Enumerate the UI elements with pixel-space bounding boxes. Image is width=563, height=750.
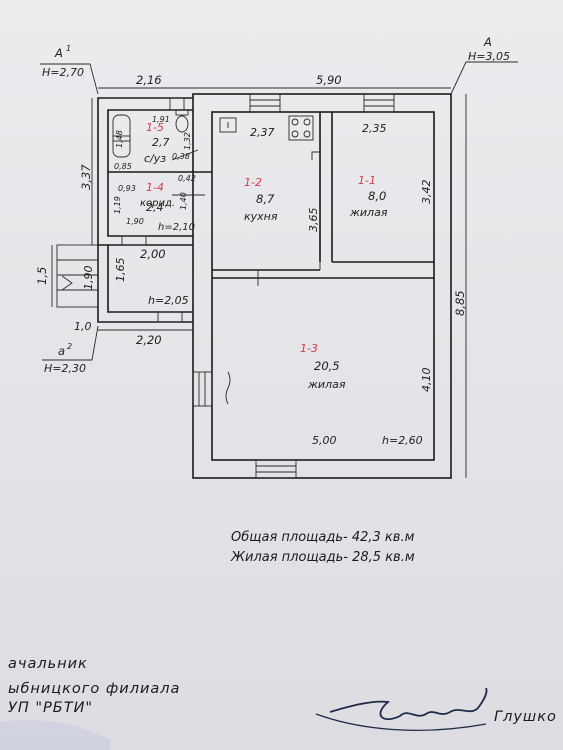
room3-partition xyxy=(212,261,434,279)
dim-kitchen-w: 2,37 xyxy=(250,126,275,139)
mark-a1: A xyxy=(54,46,63,60)
window-vestibule xyxy=(157,311,183,323)
room-id-1-4: 1-4 xyxy=(146,181,164,194)
kitchen-room1-partition xyxy=(319,112,333,262)
footer-line1: ачальник xyxy=(8,656,88,672)
mark-a1-height: H=2,70 xyxy=(42,66,84,79)
total-area: Общая площадь- 42,3 кв.м xyxy=(231,530,415,545)
mark-a-leader xyxy=(450,61,518,95)
dim-bath-a: 1,91 xyxy=(152,115,170,124)
dim-corr-d: 1,40 xyxy=(179,192,188,210)
dim-corr-a: 0,93 xyxy=(118,184,136,193)
window-room3-left xyxy=(192,371,213,407)
window-room3-bottom xyxy=(255,459,297,479)
area-summary: Общая площадь- 42,3 кв.м Жилая площадь- … xyxy=(230,530,415,565)
mark-a1-leader xyxy=(40,63,99,95)
kitchen-chimney xyxy=(311,151,320,160)
h-corridor: h=2,10 xyxy=(158,222,195,233)
dim-top-right: 5,90 xyxy=(316,73,342,87)
windows xyxy=(121,93,395,479)
room-name-1-2: кухня xyxy=(244,210,278,223)
mark-a1-sup: 1 xyxy=(66,44,71,53)
room-id-1-3: 1-3 xyxy=(300,342,318,355)
dim-bath-b: 1,48 xyxy=(115,130,124,148)
dimension-lines xyxy=(40,61,518,478)
porch-steps xyxy=(56,244,99,308)
dim-bath-d: 0,85 xyxy=(114,162,132,171)
sink-icon xyxy=(219,117,237,133)
main-inner-wall xyxy=(211,111,435,461)
stove-icon xyxy=(288,115,314,141)
dim-vest-h: 1,65 xyxy=(114,258,127,283)
annex-inner-wall xyxy=(107,109,193,237)
axis-marks: A 1 H=2,70 A H=3,05 a 2 H=2,30 xyxy=(42,35,510,375)
room-labels: 1-5 2,7 с/уз 1-4 корид. 2,4 1-2 8,7 кухн… xyxy=(140,121,388,391)
fixtures xyxy=(112,109,314,405)
footer-surname: Глушко xyxy=(494,709,557,725)
h-vestibule: h=2,05 xyxy=(148,294,189,307)
main-outer-wall xyxy=(192,93,452,479)
room-id-1-5: 1-5 xyxy=(146,121,164,134)
room-name-1-4: корид. xyxy=(140,198,175,209)
room-area-1-1: 8,0 xyxy=(368,189,386,203)
living-area: Жилая площадь- 28,5 кв.м xyxy=(230,550,415,565)
porch xyxy=(56,244,99,308)
dim-room3-h: 4,10 xyxy=(420,368,433,393)
dim-vest-w: 2,00 xyxy=(140,247,166,261)
dim-porch-h: 1,90 xyxy=(82,266,95,291)
window-corridor xyxy=(121,235,147,246)
room-area-1-4: 2,4 xyxy=(146,201,164,214)
bath-door-swing xyxy=(171,149,199,161)
room-name-1-3: жилая xyxy=(307,378,346,391)
dim-bath-c: 1,32 xyxy=(183,132,192,150)
footer: ачальник ыбницкого филиала УП "РБТИ" Глу… xyxy=(0,656,557,750)
room-area-1-2: 8,7 xyxy=(256,192,275,206)
footer-line2: ыбницкого филиала xyxy=(8,681,180,697)
mark-a: A xyxy=(483,35,492,49)
room-id-1-1: 1-1 xyxy=(358,174,376,187)
dim-corr-c: 1,19 xyxy=(113,196,122,214)
h-main: h=2,60 xyxy=(382,434,423,447)
room-area-1-3: 20,5 xyxy=(314,359,340,373)
dim-kitchen-h: 3,65 xyxy=(307,208,320,233)
entry-arrow-icon xyxy=(61,275,73,291)
stamp-fragment xyxy=(0,720,110,750)
dim-room3-w: 5,00 xyxy=(312,434,337,447)
dimension-values: 2,16 5,90 3,37 1,5 1,90 1,65 1,0 2,00 2,… xyxy=(35,73,467,447)
dim-room1-w: 2,35 xyxy=(362,122,387,135)
mark-a2-leader xyxy=(42,325,99,361)
room-name-1-5: с/уз xyxy=(144,152,166,165)
dim-bottom-left: 2,20 xyxy=(136,333,162,347)
dim-corr-b: 0,42 xyxy=(178,174,196,183)
dim-left-upper: 3,37 xyxy=(79,164,93,190)
dim-bath-e: 0,38 xyxy=(172,152,190,161)
dim-porch-w: 1,0 xyxy=(74,320,92,333)
mark-a2-sup: 2 xyxy=(67,342,72,351)
window-bath xyxy=(169,97,185,111)
room-name-1-1: жилая xyxy=(349,206,388,219)
window-kitchen xyxy=(249,93,281,113)
mark-a-height: H=3,05 xyxy=(468,50,510,63)
footer-line3: УП "РБТИ" xyxy=(8,700,93,716)
dim-left-porch: 1,5 xyxy=(35,267,49,285)
mark-a2-height: H=2,30 xyxy=(44,362,86,375)
mark-a2: a xyxy=(58,344,65,358)
window-room1 xyxy=(363,93,395,113)
room-area-1-5: 2,7 xyxy=(152,136,170,149)
dim-top-left: 2,16 xyxy=(136,73,162,87)
dim-overall-h: 8,85 xyxy=(453,290,467,316)
room3-stove-wave xyxy=(225,371,231,405)
signature xyxy=(329,687,488,721)
toilet-icon xyxy=(175,115,189,133)
dim-corr-e: 1,90 xyxy=(126,217,144,226)
dim-room1-h: 3,42 xyxy=(420,180,433,205)
room-id-1-2: 1-2 xyxy=(244,176,262,189)
